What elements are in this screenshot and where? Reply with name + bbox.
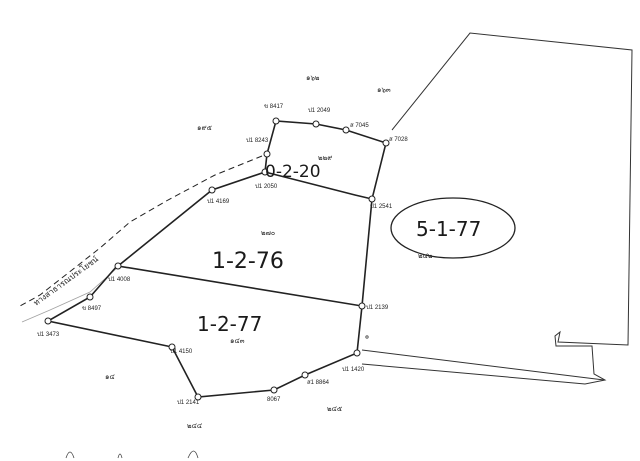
public-road-edge <box>21 267 118 323</box>
stake-label-3473: ป1 3473 <box>37 331 60 338</box>
stake-label-8243: ป1 8243 <box>246 137 269 144</box>
parcel-number: ๒๔๕ <box>327 406 342 413</box>
stake-label-8417: ข 8417 <box>264 104 284 110</box>
stake-label-1420: ป1 1420 <box>342 366 365 373</box>
parcel-number: ๒๒๙ <box>318 155 332 162</box>
parcel-number: ๑๔ <box>105 374 115 381</box>
parcel-number: ๒๗๐ <box>261 230 275 237</box>
adjacent-boundary <box>361 349 605 381</box>
parcel-number: ๒๔๔ <box>187 423 202 430</box>
stake-label-7028: ส 7028 <box>389 136 408 143</box>
stake-label-8864: ส1 8864 <box>307 379 330 386</box>
parcel-numbers: ๑๖๒ ๑๖๓ ๑๙๕ ๒๒๙ ๒๗๐ ๒๔๒ ๑๔๓ ๑๔ ๒๔๔ ๒๔๕ <box>105 75 433 430</box>
stake-label-4150: ป1 4150 <box>170 348 193 355</box>
stake-labels: ข 8417 ป1 2049 ส 7045 ส 7028 ป1 8243 ป1 … <box>37 104 408 406</box>
parcel-number: ๑๖๓ <box>377 87 391 94</box>
parcel-number: ๑๔๓ <box>230 338 245 345</box>
area-label-right: 5-1-77 <box>416 217 481 241</box>
stake-label-2049: ป1 2049 <box>308 107 331 114</box>
stake-label-8067: 8067 <box>267 397 281 403</box>
area-label-top: 0-2-20 <box>265 162 321 182</box>
stake-label-2050: ป1 2050 <box>255 183 278 190</box>
parcel-number: ๒๔๒ <box>418 253 433 260</box>
parcel-number: ๑๙๕ <box>197 125 212 132</box>
area-label-bottom: 1-2-77 <box>197 312 262 336</box>
adjacent-parcel-outline <box>361 32 633 385</box>
stake-label-2541: ป1 2541 <box>370 203 393 210</box>
stake-label-2141: ป1 2141 <box>177 399 200 406</box>
stake-label-2139: ป1 2139 <box>366 304 389 311</box>
stake-label-4169: ป1 4169 <box>207 198 230 205</box>
stake-label-8497: ข 8497 <box>82 306 102 312</box>
parcel-number: ๑๖๒ <box>306 75 320 82</box>
area-ellipse <box>390 197 516 259</box>
stake-label-4008: ป1 4008 <box>108 276 131 283</box>
stake-label-7045: ส 7045 <box>350 122 369 129</box>
area-label-middle: 1-2-76 <box>212 249 284 274</box>
stake-markers <box>44 117 390 401</box>
margin-marks <box>65 335 369 459</box>
